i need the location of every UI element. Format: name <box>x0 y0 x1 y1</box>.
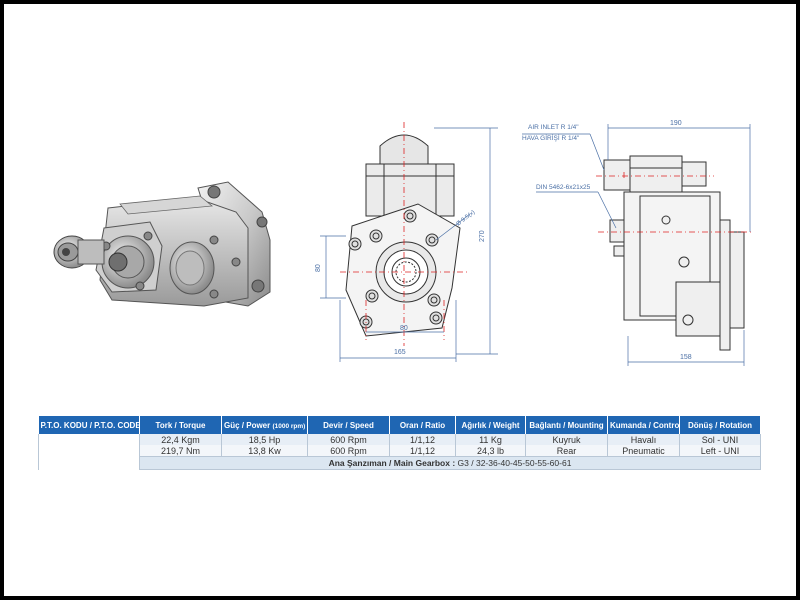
gearbox-value: G3 / 32-36-40-45-50-55-60-61 <box>457 458 572 468</box>
header-weight: Ağırlık / Weight <box>455 416 526 434</box>
header-power-label: Güç / Power <box>224 420 271 430</box>
dim-height-270: 270 <box>479 230 486 242</box>
spec-table: P.T.O. KODU / P.T.O. CODE Tork / Torque … <box>38 416 761 470</box>
header-power: Güç / Power (1000 rpm) <box>221 416 308 434</box>
header-power-note: (1000 rpm) <box>272 422 306 430</box>
side-view-centerlines <box>596 172 752 233</box>
gearbox-row: Ana Şanzıman / Main Gearbox : G3 / 32-36… <box>39 456 761 470</box>
cell-speed: 600 Rpm <box>307 434 390 445</box>
pto-product-render <box>53 181 271 307</box>
header-control: Kumanda / Control <box>607 416 680 434</box>
cell-ratio: 1/1,12 <box>389 445 456 457</box>
cell-control: Pneumatic <box>607 445 680 457</box>
cell-ratio: 1/1,12 <box>389 434 456 445</box>
front-view-centerlines <box>340 122 470 346</box>
cell-torque: 22,4 Kgm <box>139 434 222 445</box>
cell-mounting: Kuyruk <box>525 434 608 445</box>
dim-width-190: 190 <box>670 120 682 127</box>
cell-power: 18,5 Hp <box>221 434 308 445</box>
cell-rotation: Sol - UNI <box>679 434 761 445</box>
header-mounting: Bağlantı / Mounting <box>525 416 608 434</box>
header-code: P.T.O. KODU / P.T.O. CODE <box>38 416 140 434</box>
gearbox-cell: Ana Şanzıman / Main Gearbox : G3 / 32-36… <box>139 456 761 470</box>
table-row: 22,4 Kgm 18,5 Hp 600 Rpm 1/1,12 11 Kg Ku… <box>38 434 761 470</box>
air-inlet-label-en: AIR INLET R 1/4" <box>528 124 579 131</box>
header-rotation: Dönüş / Rotation <box>679 416 761 434</box>
code-cell <box>38 434 140 470</box>
air-inlet-label-tr: HAVA GİRİŞİ R 1/4" <box>522 133 580 142</box>
cell-weight: 11 Kg <box>455 434 526 445</box>
dim-height-80: 80 <box>315 264 322 272</box>
dim-width-158: 158 <box>680 354 692 361</box>
header-ratio: Oran / Ratio <box>389 416 456 434</box>
front-view-drawing <box>345 134 461 337</box>
dim-width-80: 80 <box>400 325 408 332</box>
header-torque: Tork / Torque <box>139 416 222 434</box>
spec-header-row: P.T.O. KODU / P.T.O. CODE Tork / Torque … <box>38 416 761 434</box>
side-view-dimensions <box>522 124 751 366</box>
cell-torque: 219,7 Nm <box>139 445 222 457</box>
dim-width-165: 165 <box>394 349 406 356</box>
header-speed: Devir / Speed <box>307 416 390 434</box>
dim-hole-diameter: Ø 9.5(x) <box>456 210 477 228</box>
cell-weight: 24,3 lb <box>455 445 526 457</box>
table-row: 219,7 Nm 13,8 Kw 600 Rpm 1/1,12 24,3 lb … <box>39 445 761 457</box>
din-spec-label: DIN 5462-6x21x25 <box>536 184 591 191</box>
cell-speed: 600 Rpm <box>307 445 390 457</box>
gearbox-label: Ana Şanzıman / Main Gearbox : <box>328 458 456 468</box>
cell-power: 13,8 Kw <box>221 445 308 457</box>
front-view-dimensions <box>320 127 498 362</box>
cell-control: Havalı <box>607 434 680 445</box>
cell-rotation: Left - UNI <box>679 445 761 457</box>
cell-mounting: Rear <box>525 445 608 457</box>
side-view-drawing <box>603 155 745 351</box>
